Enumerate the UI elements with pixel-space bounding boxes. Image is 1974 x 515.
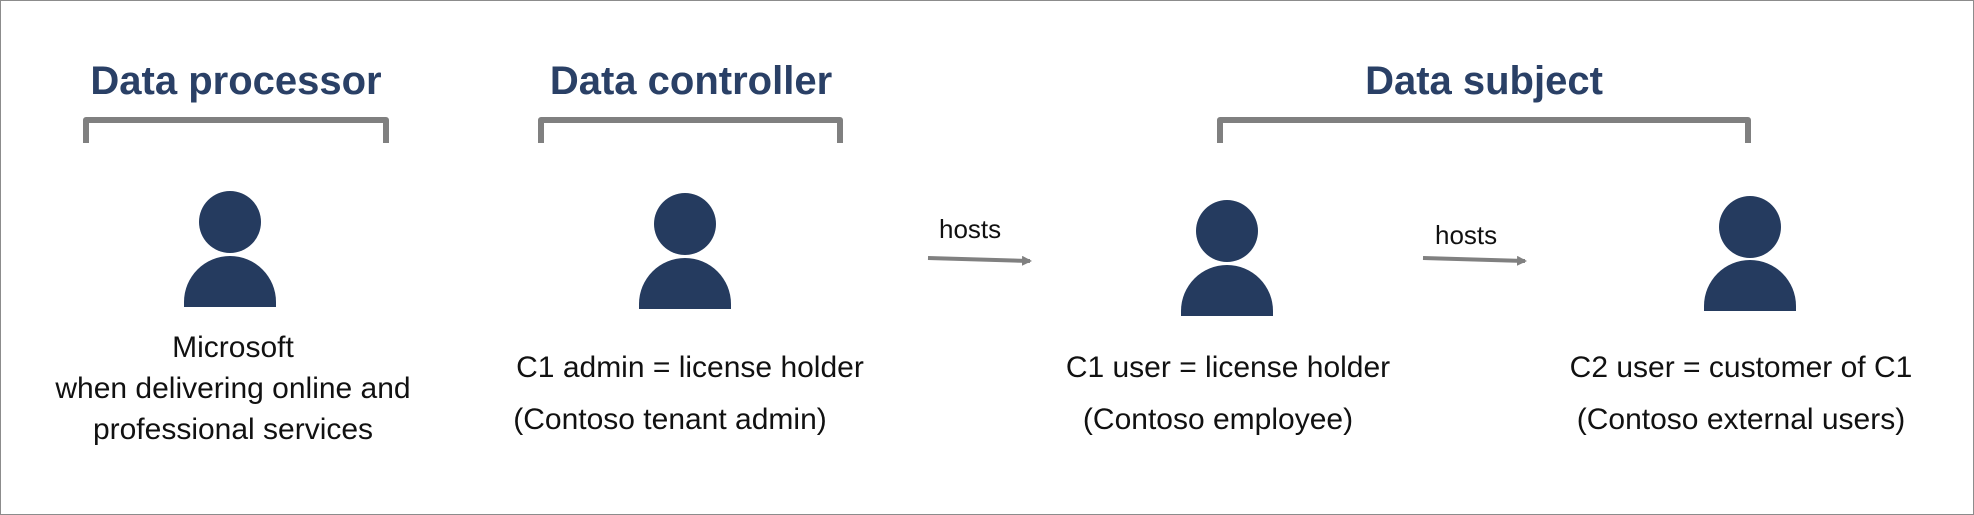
data-controller-heading: Data controller: [549, 59, 833, 103]
caption-line: when delivering online and: [55, 372, 411, 405]
person-icon: [184, 191, 276, 307]
hosts-arrow-icon: [927, 255, 1032, 266]
data-processor-heading: Data processor: [90, 59, 382, 103]
caption-line: Microsoft: [172, 331, 294, 364]
caption-line: C1 user = license holder: [1065, 351, 1391, 384]
hosts-arrow-icon: [1422, 255, 1527, 266]
caption-line: C1 admin = license holder: [516, 351, 864, 384]
subject-bracket-icon: [1217, 117, 1751, 143]
processor-bracket-icon: [83, 117, 389, 143]
caption-line: (Contoso external users): [1576, 403, 1906, 436]
person-icon: [639, 193, 731, 309]
caption-line: (Contoso tenant admin): [513, 403, 827, 436]
caption-line: C2 user = customer of C1: [1569, 351, 1913, 384]
data-subject-heading: Data subject: [1365, 59, 1603, 103]
caption-line: (Contoso employee): [1082, 403, 1354, 436]
person-icon: [1704, 196, 1796, 311]
person-icon: [1181, 200, 1273, 316]
caption-line: professional services: [92, 413, 374, 446]
hosts-label: hosts: [939, 214, 1002, 244]
controller-bracket-icon: [538, 117, 843, 143]
hosts-label: hosts: [1435, 220, 1498, 250]
